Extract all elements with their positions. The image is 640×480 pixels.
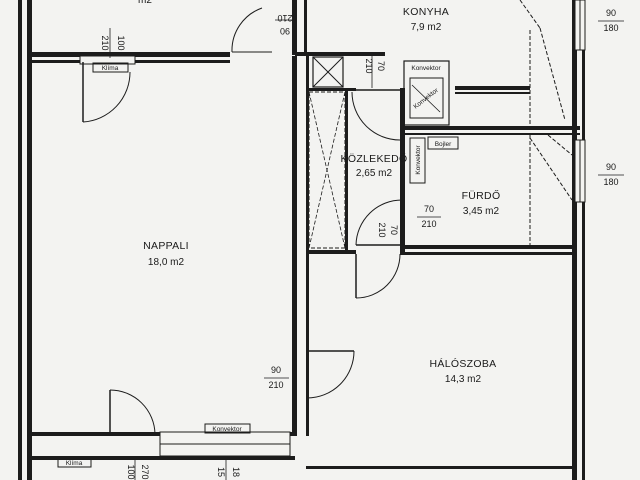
door-nappali-arc [82,71,131,123]
label-klima-bottom: Klíma [66,460,83,467]
door-top-left-arc [231,7,263,53]
konvektor-kitchen-inner [409,77,444,119]
room-name-haloszoba: HÁLÓSZOBA [430,357,497,370]
dim-corridor-height: 210 [364,58,374,73]
room-name-kozlekedo: KÖZLEKEDŐ [341,151,408,165]
dim-bath-height: 210 [421,219,436,229]
konvektor-bottom-box [204,423,251,434]
wall-nappali-bottom-2 [30,456,295,460]
dim-bedroom-height: 210 [268,380,283,390]
label-konvektor-kitchen-2: Konvektor [412,87,440,111]
wall-bath-top-2 [405,133,580,135]
room-area-nappali: 18,0 m2 [148,257,185,268]
wall-corridor-left [306,90,309,250]
label-konvektor-bottom: Konvektor [212,426,242,433]
room-area-konyha: 7,9 m2 [411,22,442,33]
dim-top-left-width: 100 [116,35,126,50]
shafts [308,0,573,249]
equipment [57,60,459,468]
wall-kitchen-bottom [295,52,385,56]
dim-corridor-width: 70 [376,61,386,71]
konvektor-kitchen-box [403,60,450,126]
dim-window-top-right-width: 90 [606,8,616,18]
room-labels: KONYHA 7,9 m2 KÖZLEKEDŐ 2,65 m2 FÜRDŐ 3,… [138,0,500,385]
bojler-box [427,136,459,150]
wall-bedroom-bottom [306,466,576,469]
room-name-furdo: FÜRDŐ [462,188,501,202]
windows [79,0,586,457]
klima-bottom-box [57,457,92,468]
wall-bath-bottom-2 [400,252,575,255]
label-konvektor-bath: Konvektor [415,145,422,175]
label-klima-top: Klíma [102,65,119,72]
wall-kitchen-left-2 [304,0,307,55]
wall-bath-bottom [400,245,575,249]
dim-bath-width: 70 [424,204,434,214]
dim-window-top-right-height: 180 [603,23,618,33]
dim-bedroom-width: 90 [271,365,281,375]
label-konvektor-kitchen: Konvektor [411,65,441,72]
dim-bottom-window-width: 15 [216,467,226,477]
dim-bottom-door-height: 270 [140,464,150,479]
door-bedroom-top-arc [355,253,401,299]
wall-bedroom-top [306,250,356,254]
wall-corridor-top [306,88,356,91]
dim-top-left-height: 210 [100,35,110,50]
shaft-corridor [308,91,346,249]
klima-top-box [92,62,129,73]
label-bojler: Bojler [435,141,452,148]
dim-bottom-window-height: 18 [231,467,241,477]
room-area-haloszoba: 14,3 m2 [445,374,482,385]
dim-window-right-width: 90 [606,162,616,172]
dimension-labels: 100 210 210 90 70 210 70 210 210 70 90 1… [100,8,624,480]
wall-kitchen-bottom-3 [455,92,530,94]
room-area-top-left-fragment: m2 [138,0,152,6]
dim-window-right-height: 180 [603,177,618,187]
dim-corridor-bath-width: 70 [389,225,399,235]
door-bath-arc [355,199,403,246]
wall-top-left-bottom [30,52,230,57]
wall-corridor-right [400,88,405,253]
door-nappali-bottom-arc [109,389,156,435]
shaft-box-1 [312,56,344,88]
doors [82,7,403,435]
room-area-furdo: 3,45 m2 [463,206,500,217]
room-name-nappali: NAPPALI [143,240,189,252]
dim-bottom-door-width: 100 [126,464,136,479]
wall-kitchen-left [292,0,297,55]
dim-kitchen-width: 90 [280,26,290,36]
door-corridor-arc [351,91,401,141]
dim-corridor-bath-height: 210 [377,222,387,237]
konvektor-bath-box [409,137,426,184]
room-name-konyha: KONYHA [403,6,449,18]
window-nappali-top [79,55,136,65]
wall-kitchen-bottom-2 [455,86,530,90]
room-area-kozlekedo: 2,65 m2 [356,168,393,179]
wall-bath-top [405,126,580,130]
wall-left-inner [22,0,27,480]
wall-right-outer-2 [582,0,585,480]
wall-shaft-right [345,88,348,253]
door-bedroom-side-arc [306,350,355,399]
wall-nappali-right [292,56,297,436]
equipment-labels: Klíma Klíma Konvektor Konvektor Konvekto… [66,65,452,467]
wall-right-outer [572,0,577,480]
dim-kitchen-height: 210 [277,13,292,23]
